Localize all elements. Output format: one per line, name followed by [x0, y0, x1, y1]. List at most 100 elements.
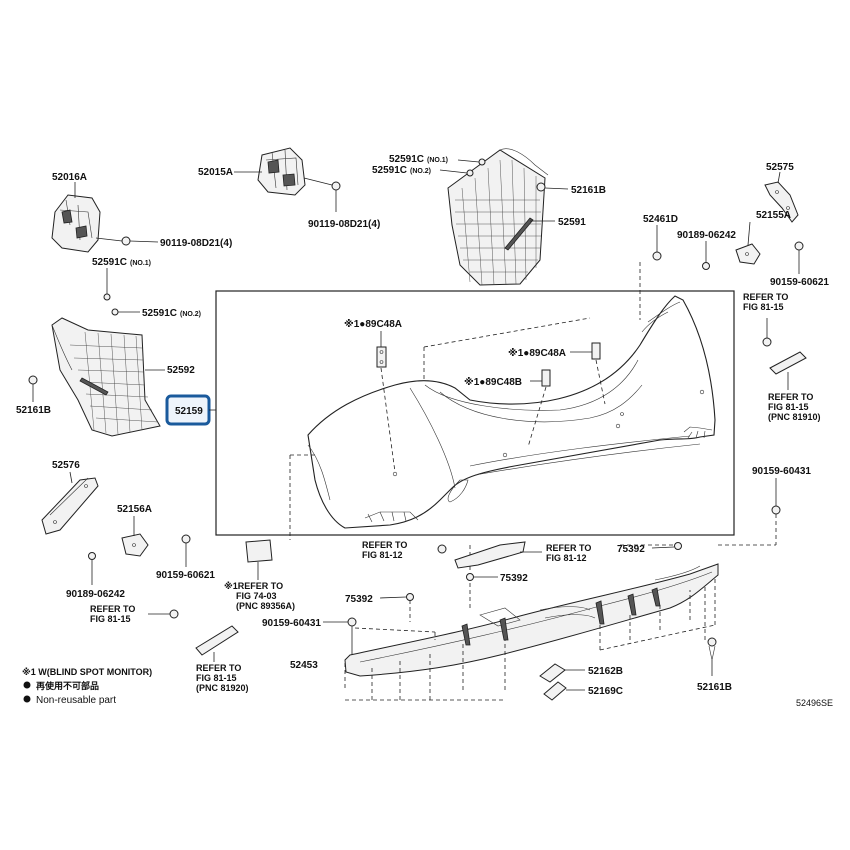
- svg-text:FIG 81-12: FIG 81-12: [362, 550, 403, 560]
- bullet-icon: [23, 695, 31, 703]
- svg-text:REFER TO: REFER TO: [90, 604, 135, 614]
- svg-text:FIG 81-15: FIG 81-15: [768, 402, 809, 412]
- label-90159-c[interactable]: 90159-60431: [752, 466, 811, 477]
- clip-52591c-left-no2: [111, 308, 140, 316]
- label-52461d[interactable]: 52461D: [643, 214, 678, 225]
- part-52159-callout[interactable]: [165, 394, 216, 426]
- fastener-75392-a: [651, 542, 682, 550]
- refer-block-right-upper[interactable]: REFER TO FIG 81-15: [743, 292, 788, 312]
- label-52453[interactable]: 52453: [290, 660, 318, 671]
- bracket-52575-drawing: [764, 171, 799, 223]
- refer-block-center-left[interactable]: REFER TO FIG 81-12: [362, 540, 407, 560]
- sensor-bracket-89c48b: [527, 369, 551, 448]
- svg-text:REFER TO: REFER TO: [743, 292, 788, 302]
- label-89c48b[interactable]: ※1●89C48B: [464, 376, 522, 388]
- label-90159-b[interactable]: 90159-60621: [156, 570, 215, 581]
- diagram-code: 52496SE: [796, 698, 833, 708]
- label-52591c-left-no2[interactable]: 52591C: [142, 308, 177, 319]
- label-52591c-left-no1[interactable]: 52591C: [92, 257, 127, 268]
- svg-text:REFER TO: REFER TO: [546, 543, 591, 553]
- label-90159-a[interactable]: 90159-60621: [770, 277, 829, 288]
- label-52161b-left[interactable]: 52161B: [16, 405, 51, 416]
- refer-block-right-lower[interactable]: REFER TO FIG 81-15 (PNC 81910): [768, 392, 821, 422]
- label-52161b-top[interactable]: 52161B: [571, 185, 606, 196]
- label-52591c-left-no1-note: (NO.1): [130, 260, 151, 267]
- nut-90189-b: [88, 552, 96, 585]
- label-52155a[interactable]: 52155A: [756, 210, 791, 221]
- fastener-75392-b: [466, 573, 498, 581]
- bracket-52155a-drawing: [735, 221, 761, 265]
- clip-52591c-left-no1: [103, 268, 111, 301]
- label-90119-a[interactable]: 90119-08D21(4): [160, 238, 232, 249]
- label-52591c-top1[interactable]: 52591C: [389, 154, 424, 165]
- label-89c48a-2[interactable]: ※1●89C48A: [508, 347, 566, 359]
- refer-block-center-right[interactable]: REFER TO FIG 81-12: [546, 543, 591, 563]
- svg-text:FIG 81-15: FIG 81-15: [90, 614, 131, 624]
- label-90119-b[interactable]: 90119-08D21(4): [308, 219, 380, 230]
- bolt-90119-b: [303, 177, 341, 212]
- refer-block-sensor-cover[interactable]: ※1REFER TO FIG 74-03 (PNC 89356A): [224, 581, 295, 611]
- label-75392-b[interactable]: 75392: [500, 573, 528, 584]
- legend-line-3: Non-reusable part: [36, 695, 116, 706]
- label-90189-b[interactable]: 90189-06242: [66, 589, 125, 600]
- screw-90159-c: [718, 478, 781, 546]
- bumper-assembly-frame: [215, 290, 735, 536]
- liner-52591-drawing: [447, 148, 549, 286]
- label-75392-a[interactable]: 75392: [617, 544, 645, 555]
- refer-block-left-lower[interactable]: REFER TO FIG 81-15 (PNC 81920): [196, 663, 249, 693]
- svg-text:REFER TO: REFER TO: [362, 540, 407, 550]
- left-reflector-drawing: [148, 609, 239, 662]
- svg-text:FIG 81-15: FIG 81-15: [196, 673, 237, 683]
- grommet-52169c: [543, 681, 585, 701]
- svg-text:REFER TO: REFER TO: [196, 663, 241, 673]
- retainer-52016a-drawing: [51, 194, 101, 253]
- bumper-cover-drawing: [307, 295, 716, 529]
- sensor-bracket-89c48a-right: [570, 342, 606, 405]
- clip-52161b-bottom-right: [707, 637, 717, 676]
- label-52592[interactable]: 52592: [167, 365, 195, 376]
- legend-line-1: ※1 W(BLIND SPOT MONITOR): [22, 667, 152, 677]
- screw-90159-b: [181, 534, 191, 567]
- label-52161b-bottom[interactable]: 52161B: [697, 682, 732, 693]
- label-90189-a[interactable]: 90189-06242: [677, 230, 736, 241]
- bracket-52156a-drawing: [121, 516, 149, 557]
- svg-text:※1REFER TO: ※1REFER TO: [224, 581, 283, 591]
- liner-52592-drawing: [51, 317, 161, 437]
- svg-text:(PNC 81910): (PNC 81910): [768, 412, 821, 422]
- label-52015a[interactable]: 52015A: [198, 167, 233, 178]
- refer-block-left-middle[interactable]: REFER TO FIG 81-15: [90, 604, 135, 624]
- clip-52161b-left: [28, 375, 38, 402]
- label-52159[interactable]: 52159: [175, 406, 203, 417]
- label-52169c[interactable]: 52169C: [588, 686, 623, 697]
- svg-text:FIG 81-15: FIG 81-15: [743, 302, 784, 312]
- retainer-52015a-drawing: [257, 147, 306, 196]
- grommet-52162b: [539, 663, 585, 683]
- label-89c48a-1[interactable]: ※1●89C48A: [344, 318, 402, 330]
- svg-text:(PNC 89356A): (PNC 89356A): [236, 601, 295, 611]
- label-52591c-top2[interactable]: 52591C: [372, 165, 407, 176]
- svg-text:REFER TO: REFER TO: [768, 392, 813, 402]
- label-52591[interactable]: 52591: [558, 217, 586, 228]
- label-52156a[interactable]: 52156A: [117, 504, 152, 515]
- bracket-52576-drawing: [41, 471, 99, 535]
- svg-text:(PNC 81920): (PNC 81920): [196, 683, 249, 693]
- legend-line-2: 再使用不可部品: [36, 680, 99, 691]
- label-52591c-left-no2-note: (NO.2): [180, 311, 201, 318]
- bullet-icon: [23, 681, 31, 689]
- label-75392-c[interactable]: 75392: [345, 594, 373, 605]
- svg-text:FIG 81-12: FIG 81-12: [546, 553, 587, 563]
- fastener-75392-c: [379, 593, 414, 601]
- label-52016a[interactable]: 52016A: [52, 172, 87, 183]
- label-52591c-top2-note: (NO.2): [410, 168, 431, 175]
- sensor-bracket-89c48a-left: [376, 331, 396, 473]
- svg-text:FIG 74-03: FIG 74-03: [236, 591, 277, 601]
- label-52575[interactable]: 52575: [766, 162, 794, 173]
- label-90159-d[interactable]: 90159-60431: [262, 618, 321, 629]
- diffuser-52453-drawing: [344, 563, 719, 677]
- label-52162b[interactable]: 52162B: [588, 666, 623, 677]
- nut-90189-a: [702, 241, 710, 270]
- clip-52591c-top: [439, 158, 486, 177]
- label-52576[interactable]: 52576: [52, 460, 80, 471]
- legend: ※1 W(BLIND SPOT MONITOR) 再使用不可部品 Non-reu…: [22, 667, 152, 706]
